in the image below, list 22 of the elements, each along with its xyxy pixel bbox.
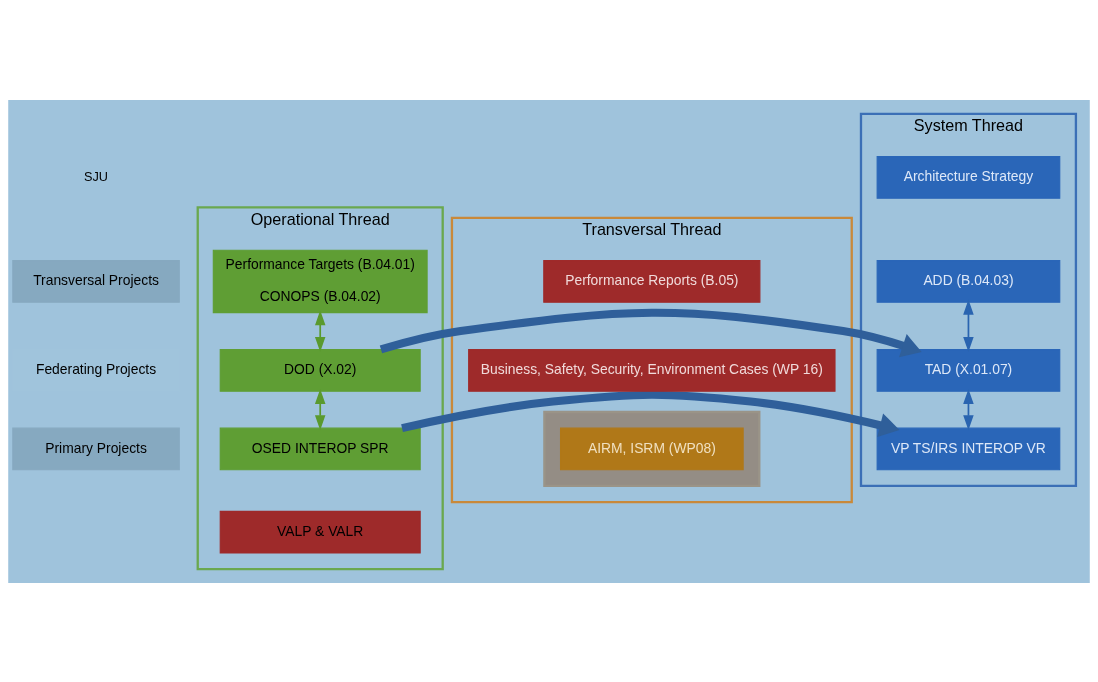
cluster (543, 410, 761, 487)
node-box: OSED INTEROP SPR (219, 427, 421, 470)
node-box: Architecture Strategy (876, 155, 1061, 199)
arrow (401, 390, 900, 437)
node-text: Federating Projects (35, 360, 157, 377)
node-box: Transversal Projects (12, 259, 180, 303)
node-box: AIRM, ISRM (WP08) (559, 427, 744, 470)
node-box: TAD (X.01.07) (876, 348, 1061, 392)
node-box: VP TS/IRS INTEROP VR (876, 427, 1061, 470)
label: SJU (84, 168, 109, 184)
arrow (314, 388, 326, 430)
arrow (963, 299, 974, 352)
node-box: DOD (X.02) (219, 348, 421, 392)
node-box: ADD (B.04.03) (876, 259, 1061, 303)
arrow (379, 308, 922, 357)
node-box: Business, Safety, Security, Environment Cases (WP 16) (468, 348, 836, 392)
node-box: Primary Projects (12, 427, 180, 470)
node-box: VALP & VALR (219, 510, 421, 554)
node-box: Performance Reports (B.05) (543, 259, 761, 303)
arrow (963, 388, 974, 430)
node-box: Performance Targets (B.04.01) CONOPS (B.04.02) (212, 249, 428, 313)
arrow (314, 309, 326, 352)
